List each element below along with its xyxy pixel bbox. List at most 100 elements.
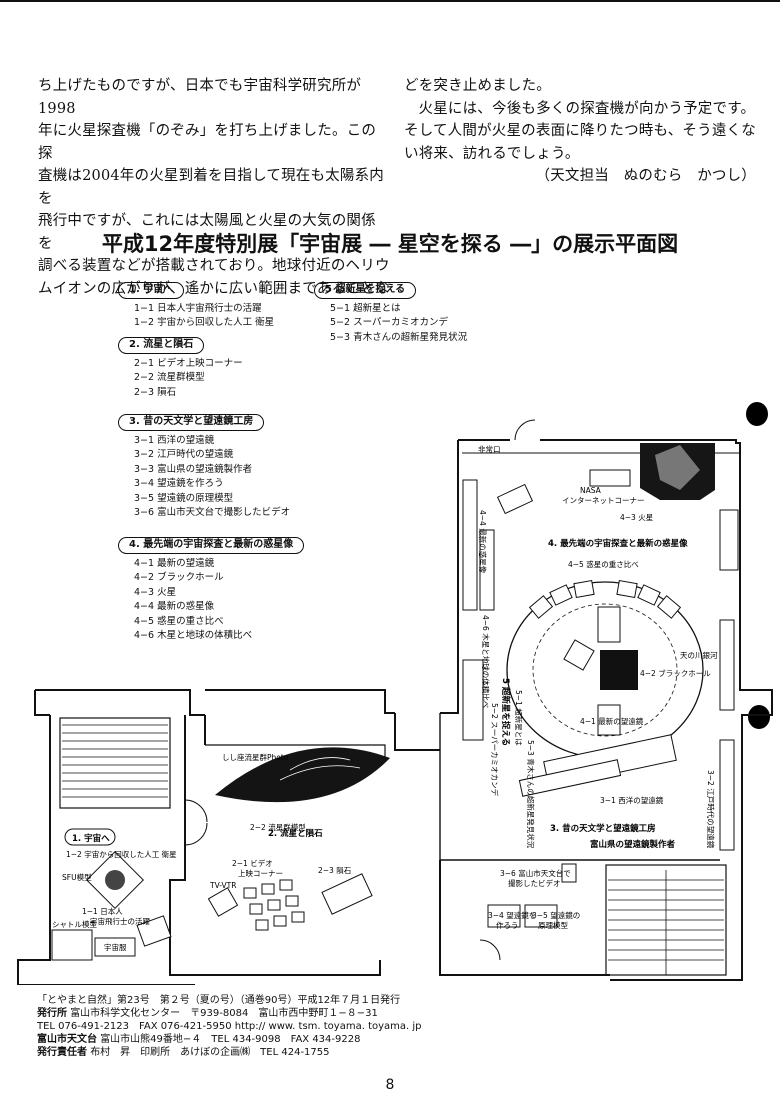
plan-label: 宇宙飛行士の活躍	[90, 916, 150, 926]
plan-label: 4−6 木星と地球の体積比べ	[481, 615, 491, 709]
legend-header: 2. 流星と隕石	[118, 337, 205, 354]
sfu-satellite	[105, 870, 125, 890]
spacesuit-case	[94, 937, 136, 957]
plan-label: 原理模型	[538, 920, 568, 930]
article-line: ち上げたものですが、日本でも宇宙科学研究所が1998	[38, 78, 362, 117]
plan-label: 3−2 江戸時代の望遠鏡	[706, 770, 716, 849]
plan-label: 2−1 ビデオ	[232, 858, 273, 868]
door-arc	[184, 799, 208, 823]
legend-item: 5−2 スーパーカミオカンデ	[330, 317, 448, 328]
page-title: 平成12年度特別展「宇宙展 ― 星空を探る ―」の展示平面図	[101, 232, 679, 256]
planet-stands	[528, 579, 682, 736]
colophon-line: 富山市天文台 富山市山熊49番地−４ TEL 434-9098 FAX 434-…	[37, 1033, 737, 1046]
wall-panels	[462, 469, 739, 851]
colophon-line: 「とやまと自然」第23号 第２号（夏の号）（通巻90号）平成12年７月１日発行	[37, 995, 401, 1006]
legend-item: 3−4 望遠鏡を作ろう	[134, 478, 224, 489]
colophon-line: 発行所 富山市科学文化センター 〒939-8084 富山市西中野町１−８−31	[37, 1007, 737, 1020]
displays-lower	[518, 639, 677, 797]
plan-label: 3−1 西洋の望遠鏡	[600, 795, 664, 805]
plan-section-label: 4. 最先端の宇宙探査と最新の惑星像	[548, 538, 688, 549]
plan-section-label: 2. 流星と隕石	[268, 828, 323, 839]
plan-label: 4−4 最新の惑星像	[478, 510, 488, 574]
door-arc	[479, 939, 501, 961]
legend-section-4: 4. 最先端の宇宙探査と最新の惑星像 4−1 最新の望遠鏡 4−2 ブラックホー…	[118, 537, 305, 644]
colophon-label: 発行所	[37, 1008, 67, 1019]
plan-label: TV-VTR	[209, 881, 236, 890]
legend-header: 3. 昔の天文学と望遠鏡工房	[118, 414, 265, 431]
legend-item: 2−3 隕石	[134, 386, 177, 398]
article-line: 年に火星探査機「のぞみ」を打ち上げました。この探	[38, 123, 377, 162]
legend-item: 5−3 青木さんの超新星発見状況	[330, 331, 468, 343]
plan-section-label: 3. 昔の天文学と望遠鏡工房	[550, 823, 656, 834]
plan-label: 5−3 青木さんの超新星発見状況	[526, 740, 536, 849]
colophon-text: 富山市科学文化センター 〒939-8084 富山市西中野町１−８−31	[70, 1008, 378, 1019]
meteor-shower-model	[215, 747, 390, 803]
stair-steps	[62, 724, 724, 975]
plan-label: 宇宙服	[104, 942, 127, 952]
legend-item: 4−6 木星と地球の体積比べ	[134, 630, 253, 641]
colophon-line: TEL 076-491-2123 FAX 076-421-5950 http:/…	[37, 1021, 422, 1032]
article-signature: （天文担当 ぬのむら かつし）	[535, 168, 756, 184]
page-number: 8	[385, 1077, 395, 1093]
legend-item: 4−1 最新の望遠鏡	[134, 557, 215, 569]
legend-item: 1−1 日本人宇宙飛行士の活躍	[134, 302, 262, 314]
legend-item: 3−1 西洋の望遠鏡	[134, 434, 215, 446]
plan-label: 非常口	[478, 444, 501, 454]
plan-label: 3−4 望遠鏡を	[488, 910, 536, 920]
plan-label: シャトル模型	[52, 919, 97, 929]
legend-header: 1. 宇宙へ	[118, 282, 185, 299]
door-arc	[514, 419, 536, 441]
plan-label: しし座流星群Photo	[222, 752, 289, 762]
scan-mark	[746, 402, 768, 426]
plan-wall	[17, 715, 195, 985]
plan-section-label: 1. 宇宙へ	[72, 833, 110, 844]
legend-item: 3−3 富山県の望遠鏡製作者	[134, 463, 253, 475]
video-seats	[207, 873, 373, 931]
plan-wall	[169, 715, 381, 976]
plan-label: 作ろう	[496, 920, 519, 930]
legend-item: 2−1 ビデオ上映コーナー	[134, 357, 243, 369]
plan-label: 上映コーナー	[238, 868, 283, 878]
legend-header: 5 超新星を捉える	[314, 282, 417, 299]
colophon-line: 発行責任者 布村 昇 印刷所 あけぼの企画㈱ TEL 424-1755	[37, 1046, 737, 1059]
colophon-text: 布村 昇 印刷所 あけぼの企画㈱ TEL 424-1755	[90, 1047, 330, 1058]
legend-item: 3−6 富山市天文台で撮影したビデオ	[134, 507, 291, 518]
plan-label: 富山県の望遠鏡製作者	[590, 839, 676, 850]
plan-wall	[440, 440, 459, 714]
inner-ring	[532, 603, 678, 737]
plan-label: インターネットコーナー	[562, 496, 645, 505]
plan-label: 5−2 スーパーカミオカンデ	[490, 703, 500, 797]
legend-section-3: 3. 昔の天文学と望遠鏡工房 3−1 西洋の望遠鏡 3−2 江戸時代の望遠鏡 3…	[118, 414, 290, 521]
plan-label: 4−5 惑星の重さ比べ	[568, 559, 639, 569]
legend-item: 4−2 ブラックホール	[134, 572, 224, 583]
legend-item: 3−2 江戸時代の望遠鏡	[134, 449, 234, 460]
scan-mark	[748, 705, 770, 729]
section1-badge	[64, 828, 116, 846]
legend-item: 1−2 宇宙から回収した人工 衛星	[134, 317, 275, 328]
plan-label: 4−1 最新の望遠鏡	[580, 716, 644, 726]
plan-label: 5−1 超新星とは	[514, 690, 524, 746]
plan-wall	[394, 713, 440, 751]
legend-header: 4. 最先端の宇宙探査と最新の惑星像	[118, 537, 305, 554]
plan-label: 3−5 望遠鏡の	[532, 910, 580, 920]
plan-wall	[205, 689, 395, 714]
legend-section-5: 5 超新星を捉える 5−1 超新星とは 5−2 スーパーカミオカンデ 5−3 青…	[314, 282, 467, 345]
legend-item: 3−5 望遠鏡の原理模型	[134, 492, 234, 504]
plan-label: 3−6 富山市天文台で	[500, 868, 571, 878]
plan-label: 4−2 ブラックホール	[640, 668, 711, 678]
article-line: 火星には、今後も多くの探査機が向かう予定です。	[418, 100, 756, 117]
workshop-tables	[487, 863, 577, 928]
colophon-label: 発行責任者	[37, 1047, 87, 1058]
plan-wall	[439, 860, 610, 976]
plan-wall	[205, 744, 386, 760]
mars-booth-detail	[655, 445, 700, 490]
article-line: 調べる装置などが搭載されており。地球付近のヘリウ	[38, 258, 390, 274]
shuttle-model	[51, 929, 93, 961]
plan-label: 2−2 流星群模型	[250, 822, 306, 832]
article-line: 飛行中ですが、これには太陽風と火星の大気の関係を	[38, 213, 376, 252]
plan-label: 撮影したビデオ	[508, 878, 561, 888]
meteor-orbit	[289, 757, 351, 771]
top-rule	[0, 0, 780, 2]
plan-wall	[34, 690, 50, 716]
plan-label: 2−3 隕石	[318, 866, 352, 875]
